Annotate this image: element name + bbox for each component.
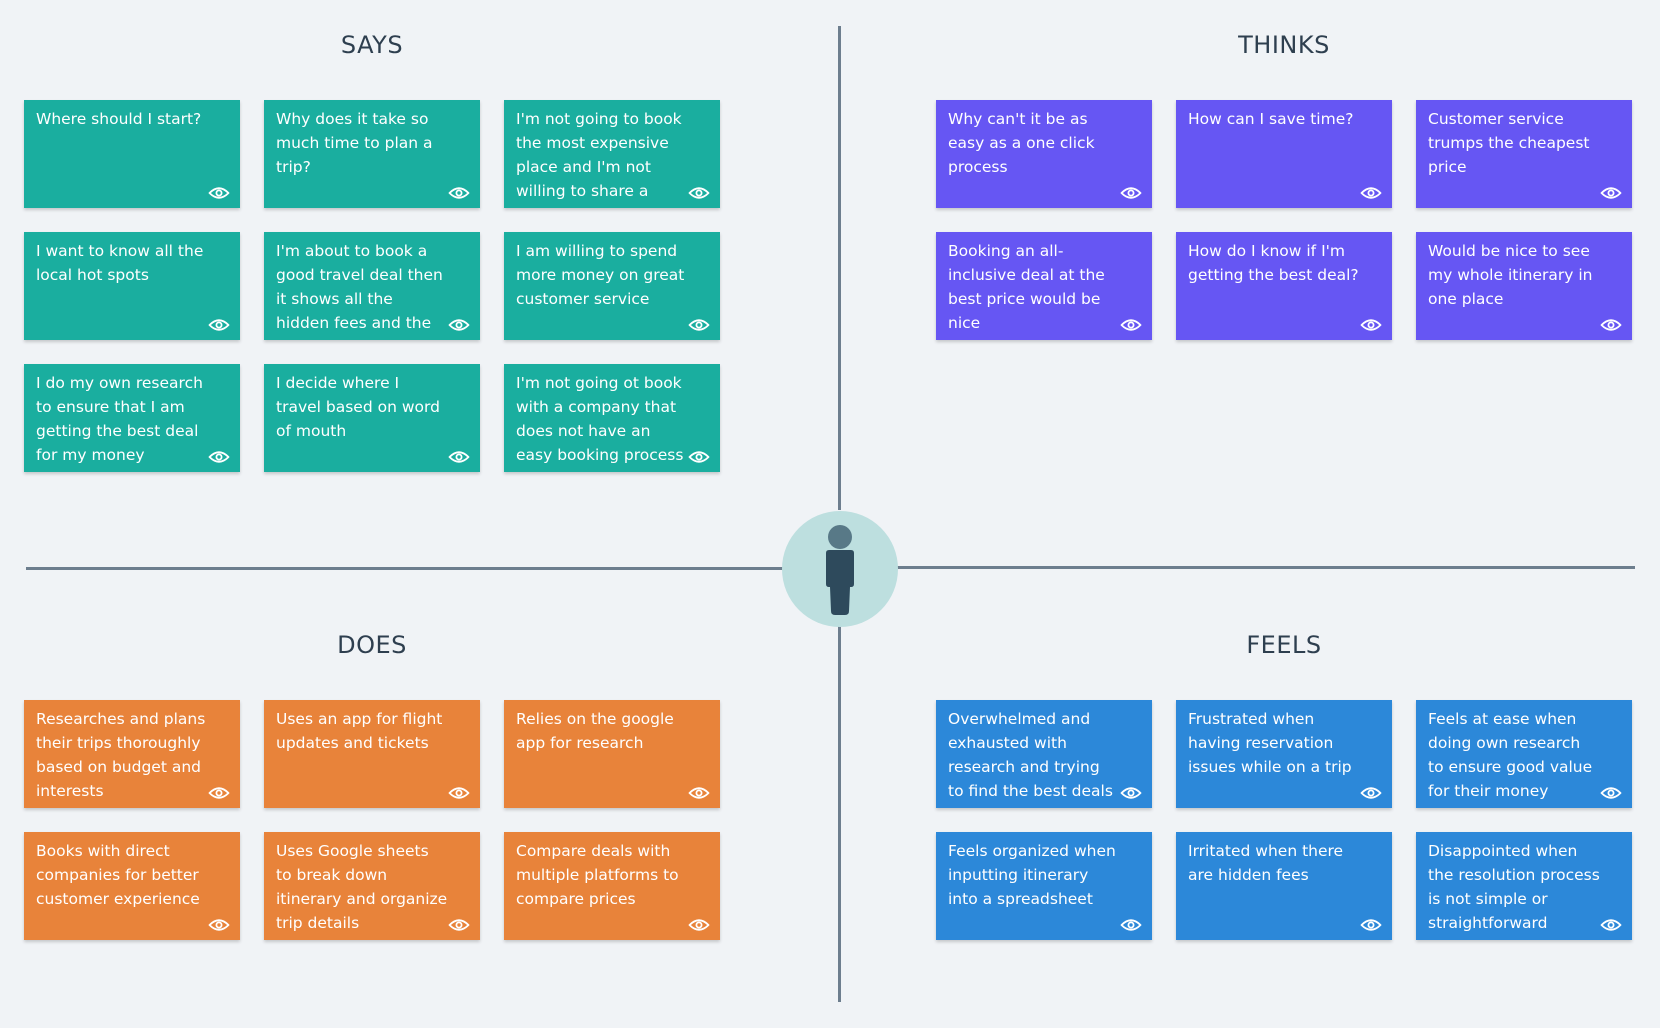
- sticky-note-text: I'm not going ot book with a company tha…: [516, 374, 684, 464]
- eye-icon[interactable]: [448, 448, 470, 464]
- sticky-note-text: Feels at ease when doing own research to…: [1428, 710, 1593, 800]
- sticky-note-text: Overwhelmed and exhausted with research …: [948, 710, 1113, 800]
- eye-icon[interactable]: [1360, 316, 1382, 332]
- sticky-note-text: Irritated when there are hidden fees: [1188, 842, 1344, 884]
- feels-sticky-note[interactable]: Irritated when there are hidden fees: [1176, 832, 1392, 940]
- sticky-note-text: Books with direct companies for better c…: [36, 842, 200, 908]
- persona-avatar[interactable]: [782, 511, 898, 627]
- person-icon: [826, 525, 854, 615]
- vertical-axis-top: [838, 26, 841, 510]
- eye-icon[interactable]: [448, 916, 470, 932]
- does-sticky-note[interactable]: Compare deals with multiple platforms to…: [504, 832, 720, 940]
- eye-icon[interactable]: [1120, 184, 1142, 200]
- sticky-note-text: I am willing to spend more money on grea…: [516, 242, 685, 308]
- thinks-sticky-note[interactable]: Why can't it be as easy as a one click p…: [936, 100, 1152, 208]
- says-sticky-note[interactable]: Why does it take so much time to plan a …: [264, 100, 480, 208]
- eye-icon[interactable]: [448, 184, 470, 200]
- sticky-note-text: Disappointed when the resolution process…: [1428, 842, 1600, 932]
- sticky-note-text: Feels organized when inputting itinerary…: [948, 842, 1116, 908]
- sticky-note-text: Why does it take so much time to plan a …: [276, 110, 433, 176]
- says-sticky-note[interactable]: I'm not going to book the most expensive…: [504, 100, 720, 208]
- says-sticky-note[interactable]: I do my own research to ensure that I am…: [24, 364, 240, 472]
- sticky-note-text: Customer service trumps the cheapest pri…: [1428, 110, 1590, 176]
- thinks-sticky-note[interactable]: How do I know if I'm getting the best de…: [1176, 232, 1392, 340]
- sticky-note-text: Where should I start?: [36, 110, 202, 128]
- feels-sticky-note[interactable]: Feels organized when inputting itinerary…: [936, 832, 1152, 940]
- eye-icon[interactable]: [1600, 916, 1622, 932]
- sticky-note-text: Uses an app for flight updates and ticke…: [276, 710, 443, 752]
- says-sticky-note[interactable]: I want to know all the local hot spots: [24, 232, 240, 340]
- eye-icon[interactable]: [688, 784, 710, 800]
- sticky-note-text: Relies on the google app for research: [516, 710, 674, 752]
- eye-icon[interactable]: [688, 316, 710, 332]
- eye-icon[interactable]: [1120, 784, 1142, 800]
- feels-sticky-note[interactable]: Feels at ease when doing own research to…: [1416, 700, 1632, 808]
- eye-icon[interactable]: [688, 184, 710, 200]
- feels-notes-grid: Overwhelmed and exhausted with research …: [936, 700, 1632, 940]
- feels-sticky-note[interactable]: Overwhelmed and exhausted with research …: [936, 700, 1152, 808]
- thinks-sticky-note[interactable]: Would be nice to see my whole itinerary …: [1416, 232, 1632, 340]
- eye-icon[interactable]: [448, 784, 470, 800]
- sticky-note-text: I'm about to book a good travel deal the…: [276, 242, 443, 340]
- sticky-note-text: Frustrated when having reservation issue…: [1188, 710, 1352, 776]
- sticky-note-text: I'm not going to book the most expensive…: [516, 110, 682, 208]
- feels-sticky-note[interactable]: Frustrated when having reservation issue…: [1176, 700, 1392, 808]
- eye-icon[interactable]: [208, 316, 230, 332]
- sticky-note-text: I decide where I travel based on word of…: [276, 374, 440, 440]
- says-notes-grid: Where should I start? Why does it take so…: [24, 100, 720, 472]
- thinks-sticky-note[interactable]: Customer service trumps the cheapest pri…: [1416, 100, 1632, 208]
- sticky-note-text: Why can't it be as easy as a one click p…: [948, 110, 1095, 176]
- eye-icon[interactable]: [1360, 784, 1382, 800]
- eye-icon[interactable]: [1360, 184, 1382, 200]
- eye-icon[interactable]: [1360, 916, 1382, 932]
- eye-icon[interactable]: [1600, 784, 1622, 800]
- says-sticky-note[interactable]: I'm not going ot book with a company tha…: [504, 364, 720, 472]
- horizontal-axis-right: [896, 566, 1635, 569]
- sticky-note-text: I do my own research to ensure that I am…: [36, 374, 203, 464]
- horizontal-axis-left: [26, 567, 783, 570]
- thinks-sticky-note[interactable]: Booking an all-inclusive deal at the bes…: [936, 232, 1152, 340]
- says-sticky-note[interactable]: I decide where I travel based on word of…: [264, 364, 480, 472]
- eye-icon[interactable]: [688, 916, 710, 932]
- eye-icon[interactable]: [208, 916, 230, 932]
- says-sticky-note[interactable]: Where should I start?: [24, 100, 240, 208]
- does-sticky-note[interactable]: Relies on the google app for research: [504, 700, 720, 808]
- thinks-title: THINKS: [1238, 31, 1330, 59]
- sticky-note-text: How do I know if I'm getting the best de…: [1188, 242, 1359, 284]
- eye-icon[interactable]: [208, 448, 230, 464]
- does-notes-grid: Researches and plans their trips thoroug…: [24, 700, 720, 940]
- eye-icon[interactable]: [1600, 316, 1622, 332]
- eye-icon[interactable]: [688, 448, 710, 464]
- eye-icon[interactable]: [1120, 316, 1142, 332]
- eye-icon[interactable]: [1600, 184, 1622, 200]
- sticky-note-text: How can I save time?: [1188, 110, 1354, 128]
- eye-icon[interactable]: [448, 316, 470, 332]
- sticky-note-text: Uses Google sheets to break down itinera…: [276, 842, 448, 932]
- sticky-note-text: I want to know all the local hot spots: [36, 242, 204, 284]
- does-sticky-note[interactable]: Researches and plans their trips thoroug…: [24, 700, 240, 808]
- does-sticky-note[interactable]: Books with direct companies for better c…: [24, 832, 240, 940]
- sticky-note-text: Researches and plans their trips thoroug…: [36, 710, 206, 800]
- does-title: DOES: [337, 631, 407, 659]
- feels-title: FEELS: [1246, 631, 1322, 659]
- thinks-sticky-note[interactable]: How can I save time?: [1176, 100, 1392, 208]
- sticky-note-text: Would be nice to see my whole itinerary …: [1428, 242, 1593, 308]
- says-title: SAYS: [340, 31, 404, 59]
- feels-sticky-note[interactable]: Disappointed when the resolution process…: [1416, 832, 1632, 940]
- says-sticky-note[interactable]: I am willing to spend more money on grea…: [504, 232, 720, 340]
- does-sticky-note[interactable]: Uses an app for flight updates and ticke…: [264, 700, 480, 808]
- does-sticky-note[interactable]: Uses Google sheets to break down itinera…: [264, 832, 480, 940]
- eye-icon[interactable]: [1120, 916, 1142, 932]
- says-sticky-note[interactable]: I'm about to book a good travel deal the…: [264, 232, 480, 340]
- sticky-note-text: Compare deals with multiple platforms to…: [516, 842, 679, 908]
- sticky-note-text: Booking an all-inclusive deal at the bes…: [948, 242, 1105, 332]
- eye-icon[interactable]: [208, 784, 230, 800]
- eye-icon[interactable]: [208, 184, 230, 200]
- vertical-axis-bottom: [838, 626, 841, 1002]
- thinks-notes-grid: Why can't it be as easy as a one click p…: [936, 100, 1632, 340]
